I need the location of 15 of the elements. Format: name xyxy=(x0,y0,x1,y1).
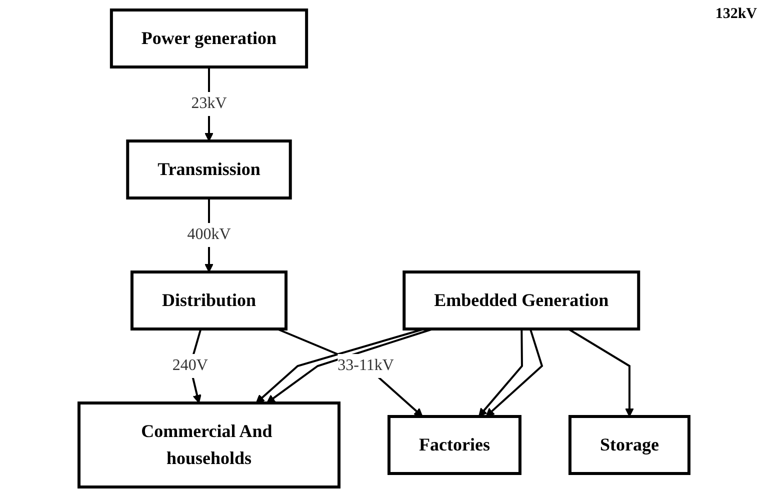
edge-label: 33-11kV xyxy=(337,357,394,374)
arrow xyxy=(567,328,634,417)
edge-label: 23kV xyxy=(190,95,226,112)
node-box: Power generation xyxy=(109,8,308,68)
node-box: Storage xyxy=(568,415,690,475)
arrow xyxy=(485,328,543,417)
node-box: Factories xyxy=(387,415,521,475)
voltage-label: 132kV xyxy=(715,6,757,23)
node-box: Transmission xyxy=(126,140,292,200)
node-box: Commercial And households xyxy=(77,402,340,488)
edge-label: 240V xyxy=(172,357,208,374)
arrow xyxy=(478,328,522,417)
node-box: Embedded Generation xyxy=(402,270,640,330)
edge-label: 400kV xyxy=(186,226,230,243)
node-box: Distribution xyxy=(130,270,288,330)
